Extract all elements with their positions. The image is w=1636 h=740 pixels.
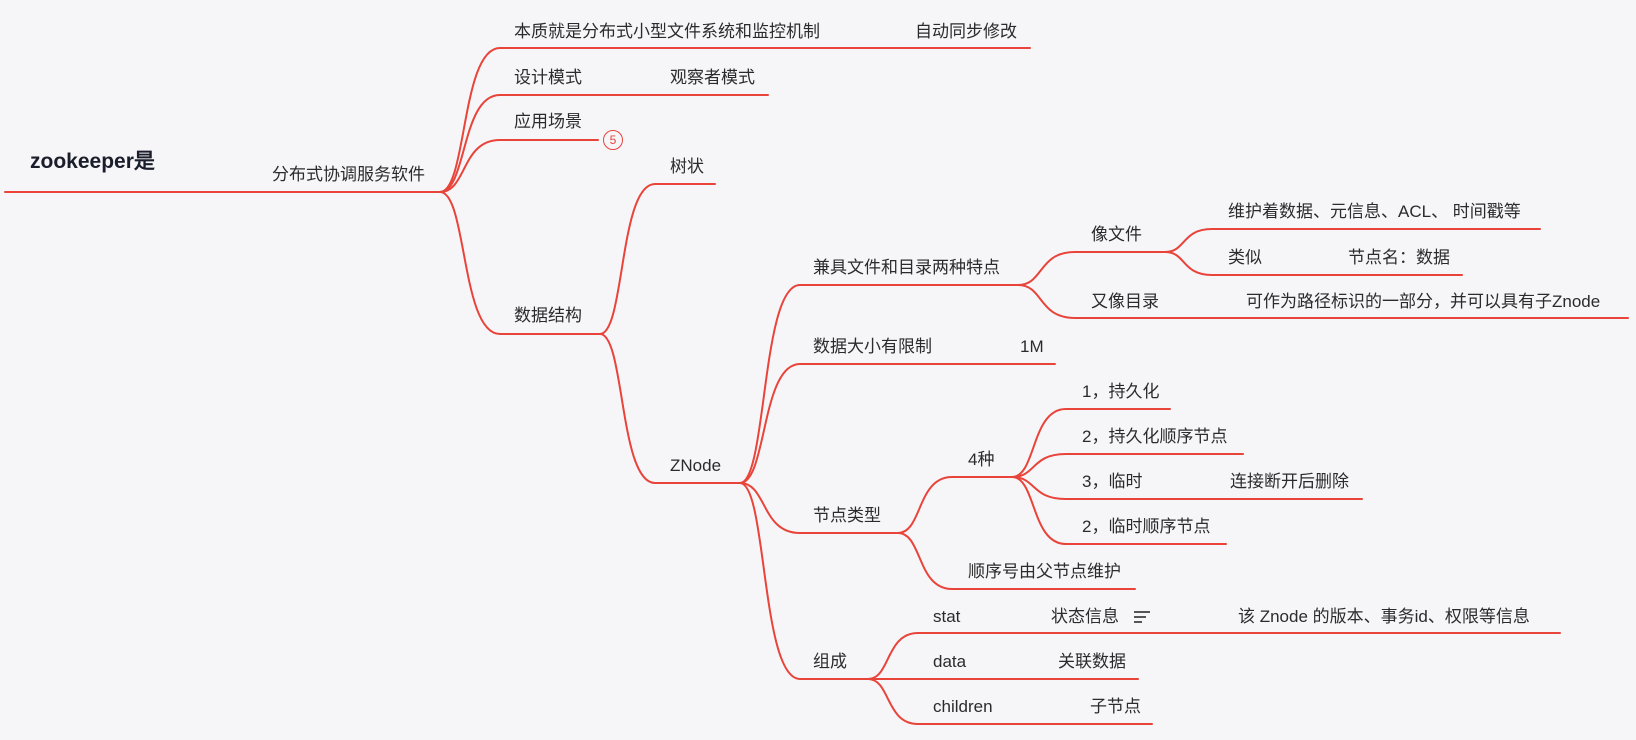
topic-maintains[interactable]: 维护着数据、元信息、ACL、 时间戳等 [1228,202,1521,221]
topic-data-structure[interactable]: 数据结构 [514,306,582,325]
topic-ephemeral-sequential[interactable]: 2，临时顺序节点 [1082,517,1211,536]
topic-composition[interactable]: 组成 [813,652,847,671]
link-essence [439,47,501,193]
topic-observer-pattern[interactable]: 观察者模式 [670,68,755,87]
root-topic[interactable]: zookeeper是 [30,150,155,173]
topic-file-dir-features[interactable]: 兼具文件和目录两种特点 [813,258,1000,277]
topic-znode[interactable]: ZNode [670,456,722,475]
link-t3 [1011,476,1067,500]
link-znode [599,333,656,484]
topic-persistent-sequential[interactable]: 2，持久化顺序节点 [1082,427,1228,446]
topic-ephemeral[interactable]: 3，临时 [1082,472,1143,491]
link-children [867,678,919,725]
link-maintain [1164,228,1213,253]
link-nodetype [739,482,801,534]
link-seqno [897,532,953,590]
link-feature [739,284,801,484]
topic-distributed-coordination[interactable]: 分布式协调服务软件 [272,165,425,184]
link-likedir [1017,284,1076,319]
link-fourkinds [897,476,953,534]
link-compose [739,482,801,680]
link-tree [599,183,656,335]
link-scenario [439,139,501,193]
topic-node-name-data[interactable]: 节点名：数据 [1348,248,1450,267]
topic-essence[interactable]: 本质就是分布式小型文件系统和监控机制 [514,22,820,41]
topic-like-file[interactable]: 像文件 [1091,225,1142,244]
topic-delete-on-disconnect[interactable]: 连接断开后删除 [1230,472,1349,491]
link-t2 [1011,453,1067,478]
link-datastruct [439,191,501,335]
topic-tree[interactable]: 树状 [670,157,704,176]
link-design [439,94,501,193]
topic-child-nodes[interactable]: 子节点 [1090,697,1141,716]
topic-sequence-by-parent[interactable]: 顺序号由父节点维护 [968,562,1121,581]
link-t4 [1011,476,1067,545]
link-stat [867,632,919,680]
topic-auto-sync[interactable]: 自动同步修改 [915,22,1017,41]
link-likefile [1017,251,1076,286]
topic-data[interactable]: data [933,652,967,671]
topic-status-info[interactable]: 状态信息 [1051,607,1119,626]
topic-size-1m[interactable]: 1M [1020,337,1044,356]
topic-persistent[interactable]: 1，持久化 [1082,382,1160,401]
topic-like-dir[interactable]: 又像目录 [1091,292,1159,311]
topic-path-part[interactable]: 可作为路径标识的一部分，并可以具有子Znode [1246,292,1601,311]
link-t1 [1011,408,1067,478]
topic-children[interactable]: children [933,697,993,716]
link-size [739,363,801,484]
note-icon[interactable] [1134,611,1150,623]
topic-size-limit[interactable]: 数据大小有限制 [813,337,932,356]
topic-four-kinds[interactable]: 4种 [968,450,995,469]
topic-node-types[interactable]: 节点类型 [813,506,881,525]
link-similar [1164,251,1213,276]
topic-design-pattern[interactable]: 设计模式 [514,68,582,87]
topic-scenarios[interactable]: 应用场景 [514,112,582,131]
topic-stat-note[interactable]: 该 Znode 的版本、事务id、权限等信息 [1238,607,1530,626]
collapsed-count-badge[interactable]: 5 [603,130,623,150]
topic-stat[interactable]: stat [933,607,961,626]
topic-similar[interactable]: 类似 [1228,248,1262,267]
topic-related-data[interactable]: 关联数据 [1058,652,1126,671]
